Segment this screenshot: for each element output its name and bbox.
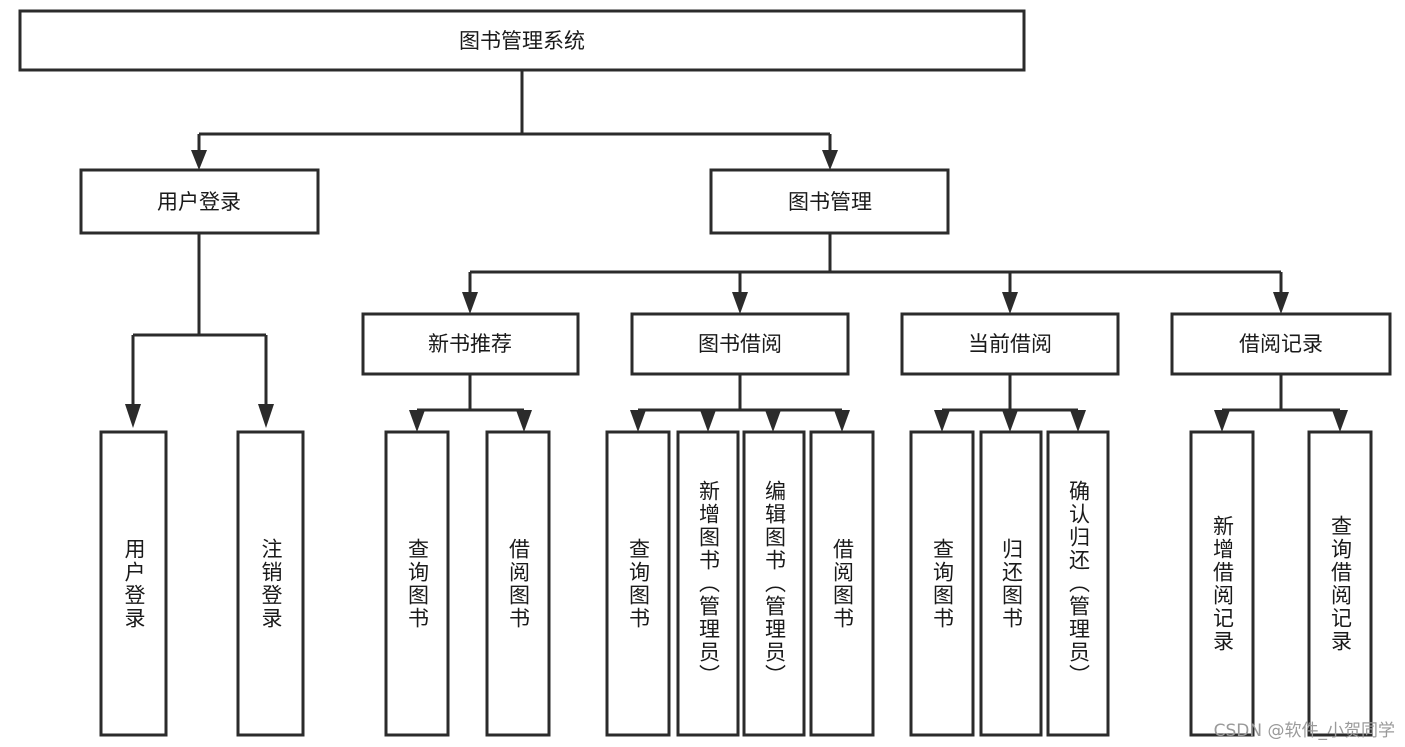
- node-current-borrow[interactable]: [900, 312, 1120, 376]
- arrow-userlogin-leaf-1: [125, 404, 141, 428]
- arrow-bm-current-borrow: [1002, 292, 1018, 314]
- leafbox-add-record[interactable]: [1189, 430, 1255, 737]
- leafbox-confirm-return[interactable]: [1046, 430, 1110, 737]
- arrow-bm-borrow-record: [1273, 292, 1289, 314]
- nodes: 图书管理系统 用户登录 图书管理 新书推荐 图书借阅 当前借阅 借阅记录: [18, 9, 1392, 737]
- leafbox-logout[interactable]: [236, 430, 305, 737]
- arrow-bb-leaf-4: [834, 410, 850, 432]
- leafbox-edit-book[interactable]: [742, 430, 806, 737]
- arrow-userlogin-leaf-2: [258, 404, 274, 428]
- arrow-bb-leaf-1: [630, 410, 646, 432]
- node-borrow-record[interactable]: [1170, 312, 1392, 376]
- arrow-bb-leaf-3: [765, 410, 781, 432]
- arrow-br-leaf-1: [1214, 410, 1230, 432]
- leafbox-query-book-1[interactable]: [384, 430, 450, 737]
- node-new-book-rec-label: 新书推荐: [428, 332, 512, 356]
- node-borrow-record-label: 借阅记录: [1239, 332, 1323, 356]
- node-root[interactable]: [18, 9, 1026, 72]
- arrow-nbr-leaf-2: [516, 410, 532, 432]
- node-book-borrow[interactable]: [630, 312, 850, 376]
- arrow-br-leaf-2: [1332, 410, 1348, 432]
- leafbox-add-book[interactable]: [676, 430, 740, 737]
- arrow-root-to-book-mgmt: [822, 150, 838, 170]
- arrow-bm-new-book-rec: [462, 292, 478, 314]
- arrow-nbr-leaf-1: [409, 410, 425, 432]
- node-book-mgmt-label: 图书管理: [788, 190, 872, 214]
- arrow-cb-leaf-1: [934, 410, 950, 432]
- leafbox-borrow-book-1[interactable]: [485, 430, 551, 737]
- arrow-bm-book-borrow: [732, 292, 748, 314]
- arrow-cb-leaf-3: [1070, 410, 1086, 432]
- arrow-root-to-user-login: [191, 150, 207, 170]
- leafbox-query-book-2[interactable]: [605, 430, 671, 737]
- csdn-watermark: CSDN @软件_小贺同学: [1213, 721, 1395, 741]
- leafbox-query-record[interactable]: [1307, 430, 1373, 737]
- node-book-mgmt[interactable]: [709, 168, 950, 235]
- leafbox-query-book-3[interactable]: [909, 430, 975, 737]
- node-book-borrow-label: 图书借阅: [698, 332, 782, 356]
- leafbox-return-book[interactable]: [979, 430, 1043, 737]
- node-new-book-rec[interactable]: [361, 312, 580, 376]
- node-current-borrow-label: 当前借阅: [968, 332, 1052, 356]
- leafbox-borrow-book-2[interactable]: [809, 430, 875, 737]
- connectors: [125, 71, 1348, 432]
- node-user-login[interactable]: [79, 168, 320, 235]
- node-root-label: 图书管理系统: [459, 29, 585, 53]
- leafbox-user-login[interactable]: [99, 430, 168, 737]
- arrow-cb-leaf-2: [1002, 410, 1018, 432]
- node-user-login-label: 用户登录: [157, 190, 241, 214]
- arrow-bb-leaf-2: [700, 410, 716, 432]
